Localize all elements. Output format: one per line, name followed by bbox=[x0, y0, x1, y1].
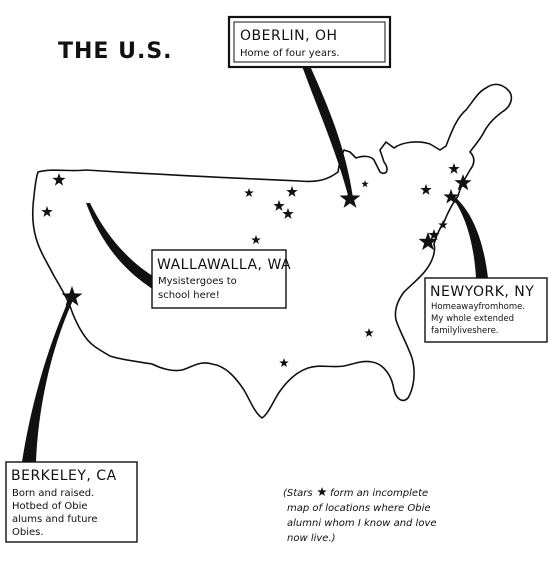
star-icon bbox=[52, 173, 66, 186]
callout-newyork-line: My whole extended bbox=[431, 314, 514, 324]
callout-berkeley: BERKELEY, CA Born and raised. Hotbed of … bbox=[5, 461, 138, 543]
callout-wallawalla-heading: WALLAWALLA, WA bbox=[157, 257, 291, 273]
star-icon bbox=[279, 358, 289, 368]
callout-oberlin-line: Home of four years. bbox=[240, 48, 340, 59]
berkeley-leader bbox=[22, 297, 74, 462]
callout-newyork: NEWYORK, NY Homeawayfromhome. My whole e… bbox=[424, 277, 548, 343]
callout-berkeley-line: Born and raised. bbox=[12, 488, 94, 499]
callout-wallawalla: WALLAWALLA, WA Mysistergoes to school he… bbox=[151, 249, 291, 309]
callout-newyork-line: familyliveshere. bbox=[431, 326, 499, 336]
callout-berkeley-line: Obies. bbox=[12, 527, 44, 538]
callout-oberlin: OBERLIN, OH Home of four years. bbox=[227, 15, 392, 69]
star-icon bbox=[364, 328, 374, 338]
star-icon bbox=[448, 163, 460, 174]
legend-note: (Stars form an incomplete map of locatio… bbox=[283, 487, 437, 544]
star-icon bbox=[273, 200, 285, 211]
callout-oberlin-heading: OBERLIN, OH bbox=[240, 28, 338, 44]
star-icon bbox=[361, 180, 369, 188]
callout-wallawalla-line: Mysistergoes to bbox=[158, 276, 237, 287]
star-icon bbox=[251, 235, 261, 245]
callout-newyork-heading: NEWYORK, NY bbox=[430, 284, 534, 300]
star-icon bbox=[61, 286, 83, 306]
star-icon bbox=[317, 487, 327, 497]
legend-note-line: form an incomplete bbox=[330, 488, 428, 499]
star-icon bbox=[454, 174, 472, 191]
callout-berkeley-line: Hotbed of Obie bbox=[12, 501, 88, 512]
wallawalla-leader bbox=[86, 203, 156, 290]
oberlin-leader bbox=[302, 66, 353, 199]
legend-note-line: map of locations where Obie bbox=[287, 503, 431, 514]
star-icon bbox=[282, 208, 294, 219]
legend-note-line: now live.) bbox=[287, 533, 336, 544]
callout-newyork-line: Homeawayfromhome. bbox=[431, 302, 525, 312]
map-title: THE U.S. bbox=[58, 39, 173, 64]
callout-berkeley-heading: BERKELEY, CA bbox=[11, 468, 117, 484]
us-outline bbox=[31, 83, 513, 419]
callout-berkeley-line: alums and future bbox=[12, 514, 98, 525]
legend-note-line: (Stars bbox=[283, 488, 313, 499]
star-icon bbox=[420, 184, 432, 195]
callout-wallawalla-line: school here! bbox=[158, 290, 220, 301]
star-icon bbox=[41, 206, 53, 217]
star-icon bbox=[244, 188, 254, 198]
legend-note-line: alumni whom I know and love bbox=[287, 518, 437, 529]
star-icon bbox=[286, 186, 298, 197]
newyork-leader bbox=[452, 197, 488, 278]
